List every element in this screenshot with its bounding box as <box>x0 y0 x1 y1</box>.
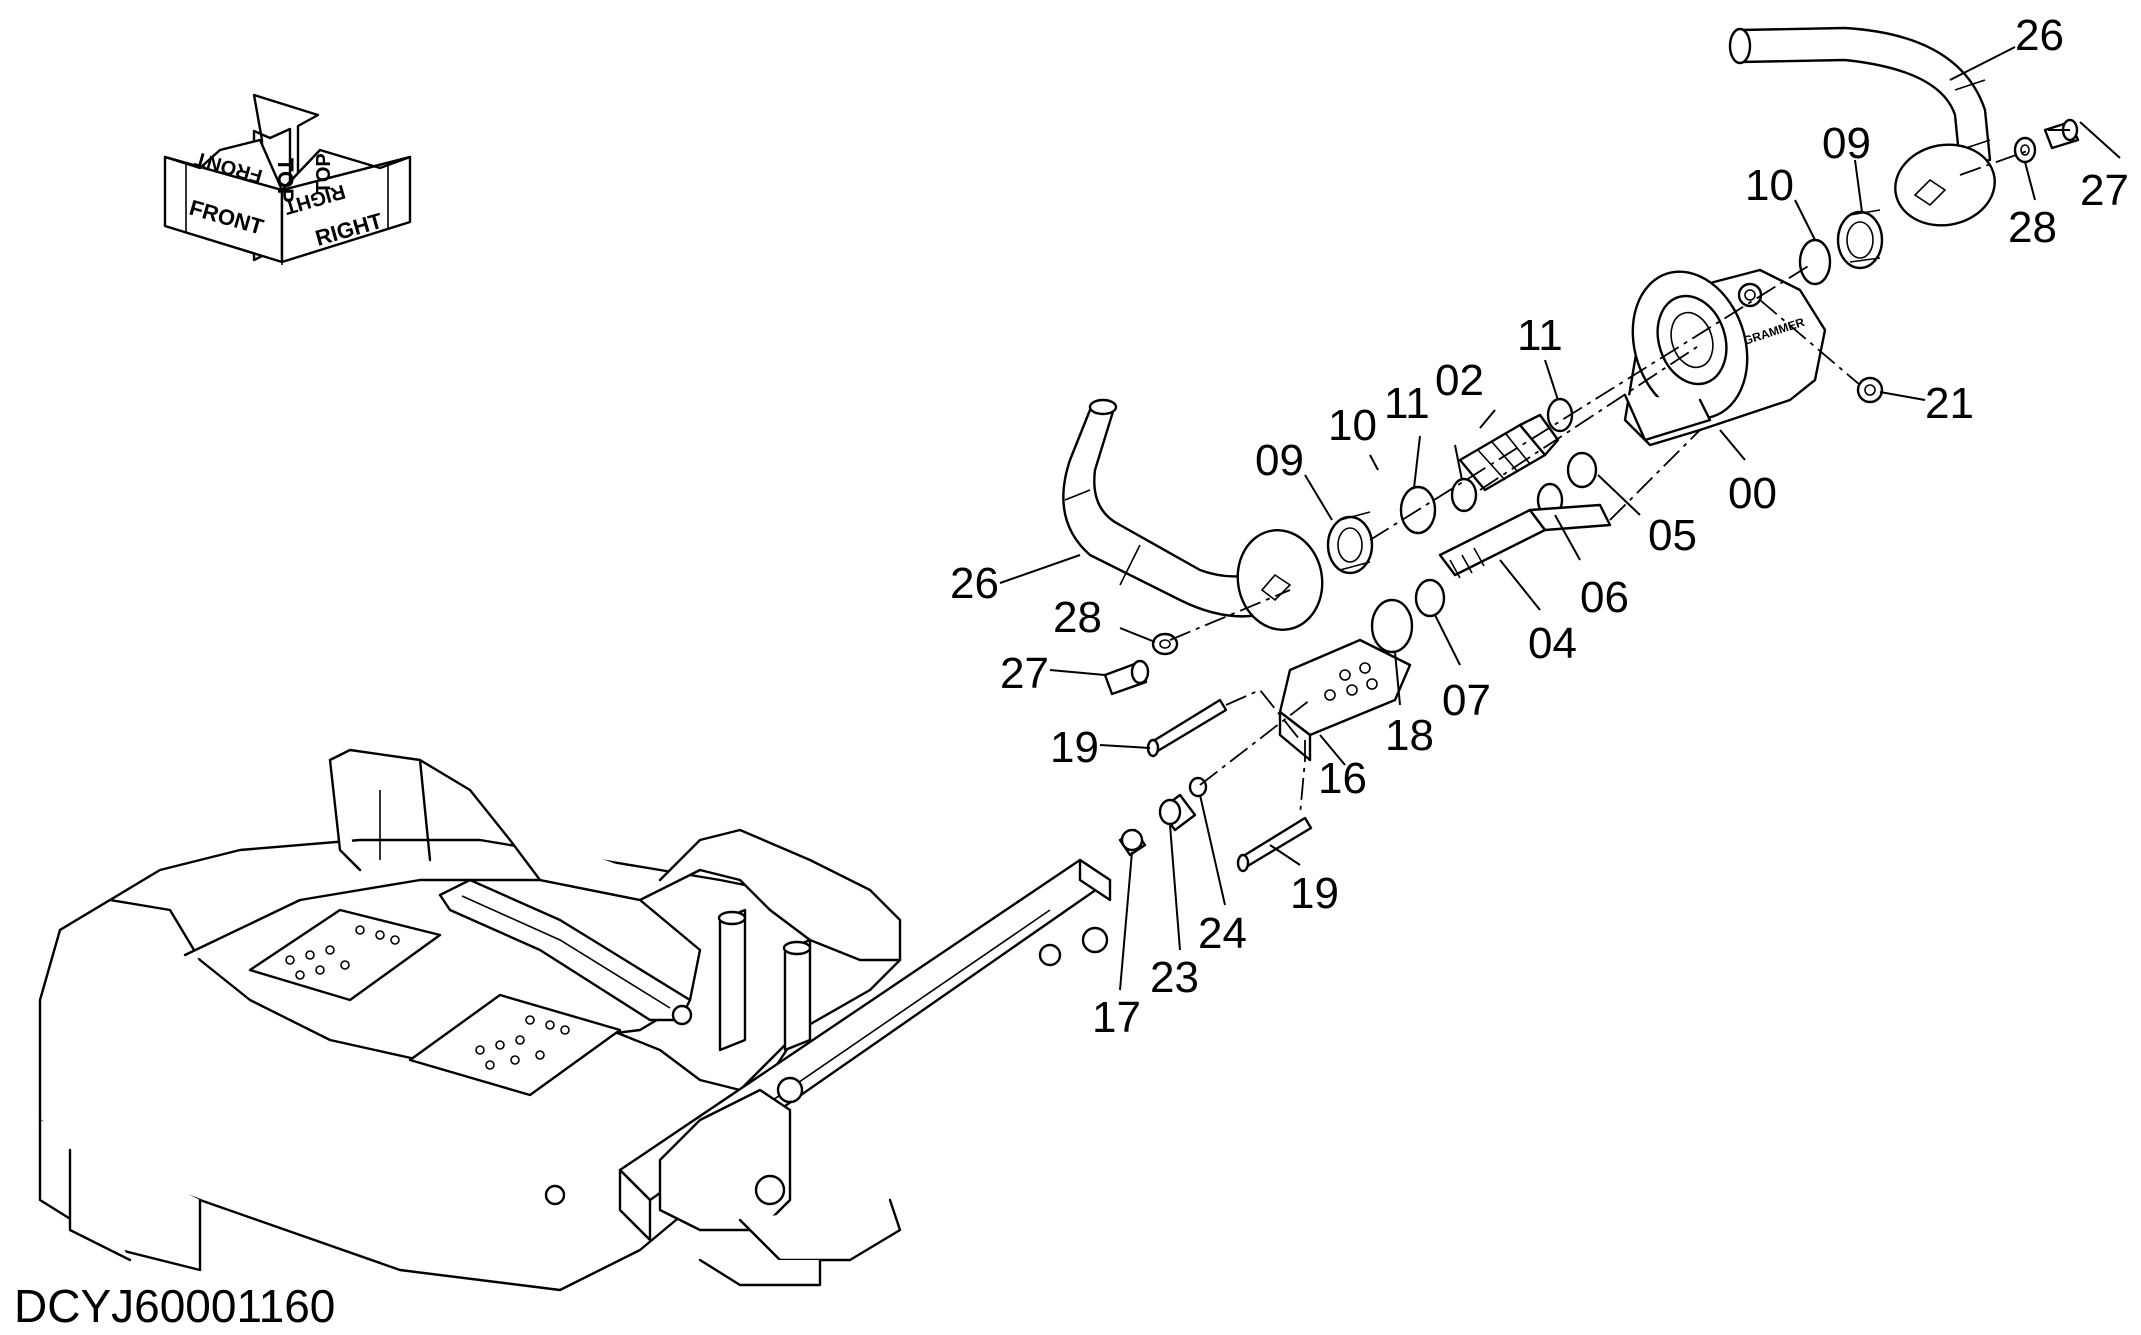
orientation-label-top: TOP <box>273 158 298 203</box>
callout-21: 21 <box>1925 379 1974 428</box>
callout-17: 17 <box>1092 993 1141 1042</box>
callout-10-top: 10 <box>1745 161 1794 210</box>
callout-26-left: 26 <box>950 559 999 608</box>
callout-00: 00 <box>1728 469 1777 518</box>
callout-28-top: 28 <box>2008 203 2057 252</box>
callout-05: 05 <box>1648 511 1697 560</box>
callout-27-top: 27 <box>2080 166 2129 215</box>
callout-28-left: 28 <box>1053 593 1102 642</box>
orientation-arrow-icon: FRONT TOP RIGHT FRONT TOP RIGHT <box>163 93 412 265</box>
callout-11-left: 11 <box>1384 379 1430 428</box>
callout-07: 07 <box>1442 676 1491 725</box>
callout-06: 06 <box>1580 573 1629 622</box>
callout-16: 16 <box>1318 754 1367 803</box>
callout-23: 23 <box>1150 953 1199 1002</box>
axis-lines <box>1169 149 2031 816</box>
callout-11-top: 11 <box>1517 311 1563 360</box>
callout-09-top: 09 <box>1822 119 1871 168</box>
callout-02: 02 <box>1435 356 1484 405</box>
orientation-label-top-mirrored: TOP <box>313 153 335 194</box>
callout-26-top: 26 <box>2015 11 2064 60</box>
seat-frame <box>38 748 1112 1292</box>
callout-10-left: 10 <box>1328 401 1377 450</box>
callout-27-left: 27 <box>1000 649 1049 698</box>
callout-19-upper: 19 <box>1050 723 1099 772</box>
callout-18: 18 <box>1385 711 1434 760</box>
callout-04: 04 <box>1528 619 1577 668</box>
leader-lines <box>999 46 2121 991</box>
callout-24: 24 <box>1198 909 1247 958</box>
drawing-code: DCYJ60001160 <box>14 1280 335 1332</box>
exploded-parts: GRAMMER <box>1062 26 2080 873</box>
callout-labels: 26 27 28 09 10 11 21 00 05 06 04 07 18 0… <box>950 11 2129 1042</box>
callout-09-left: 09 <box>1255 436 1304 485</box>
callout-19-lower: 19 <box>1290 869 1339 918</box>
